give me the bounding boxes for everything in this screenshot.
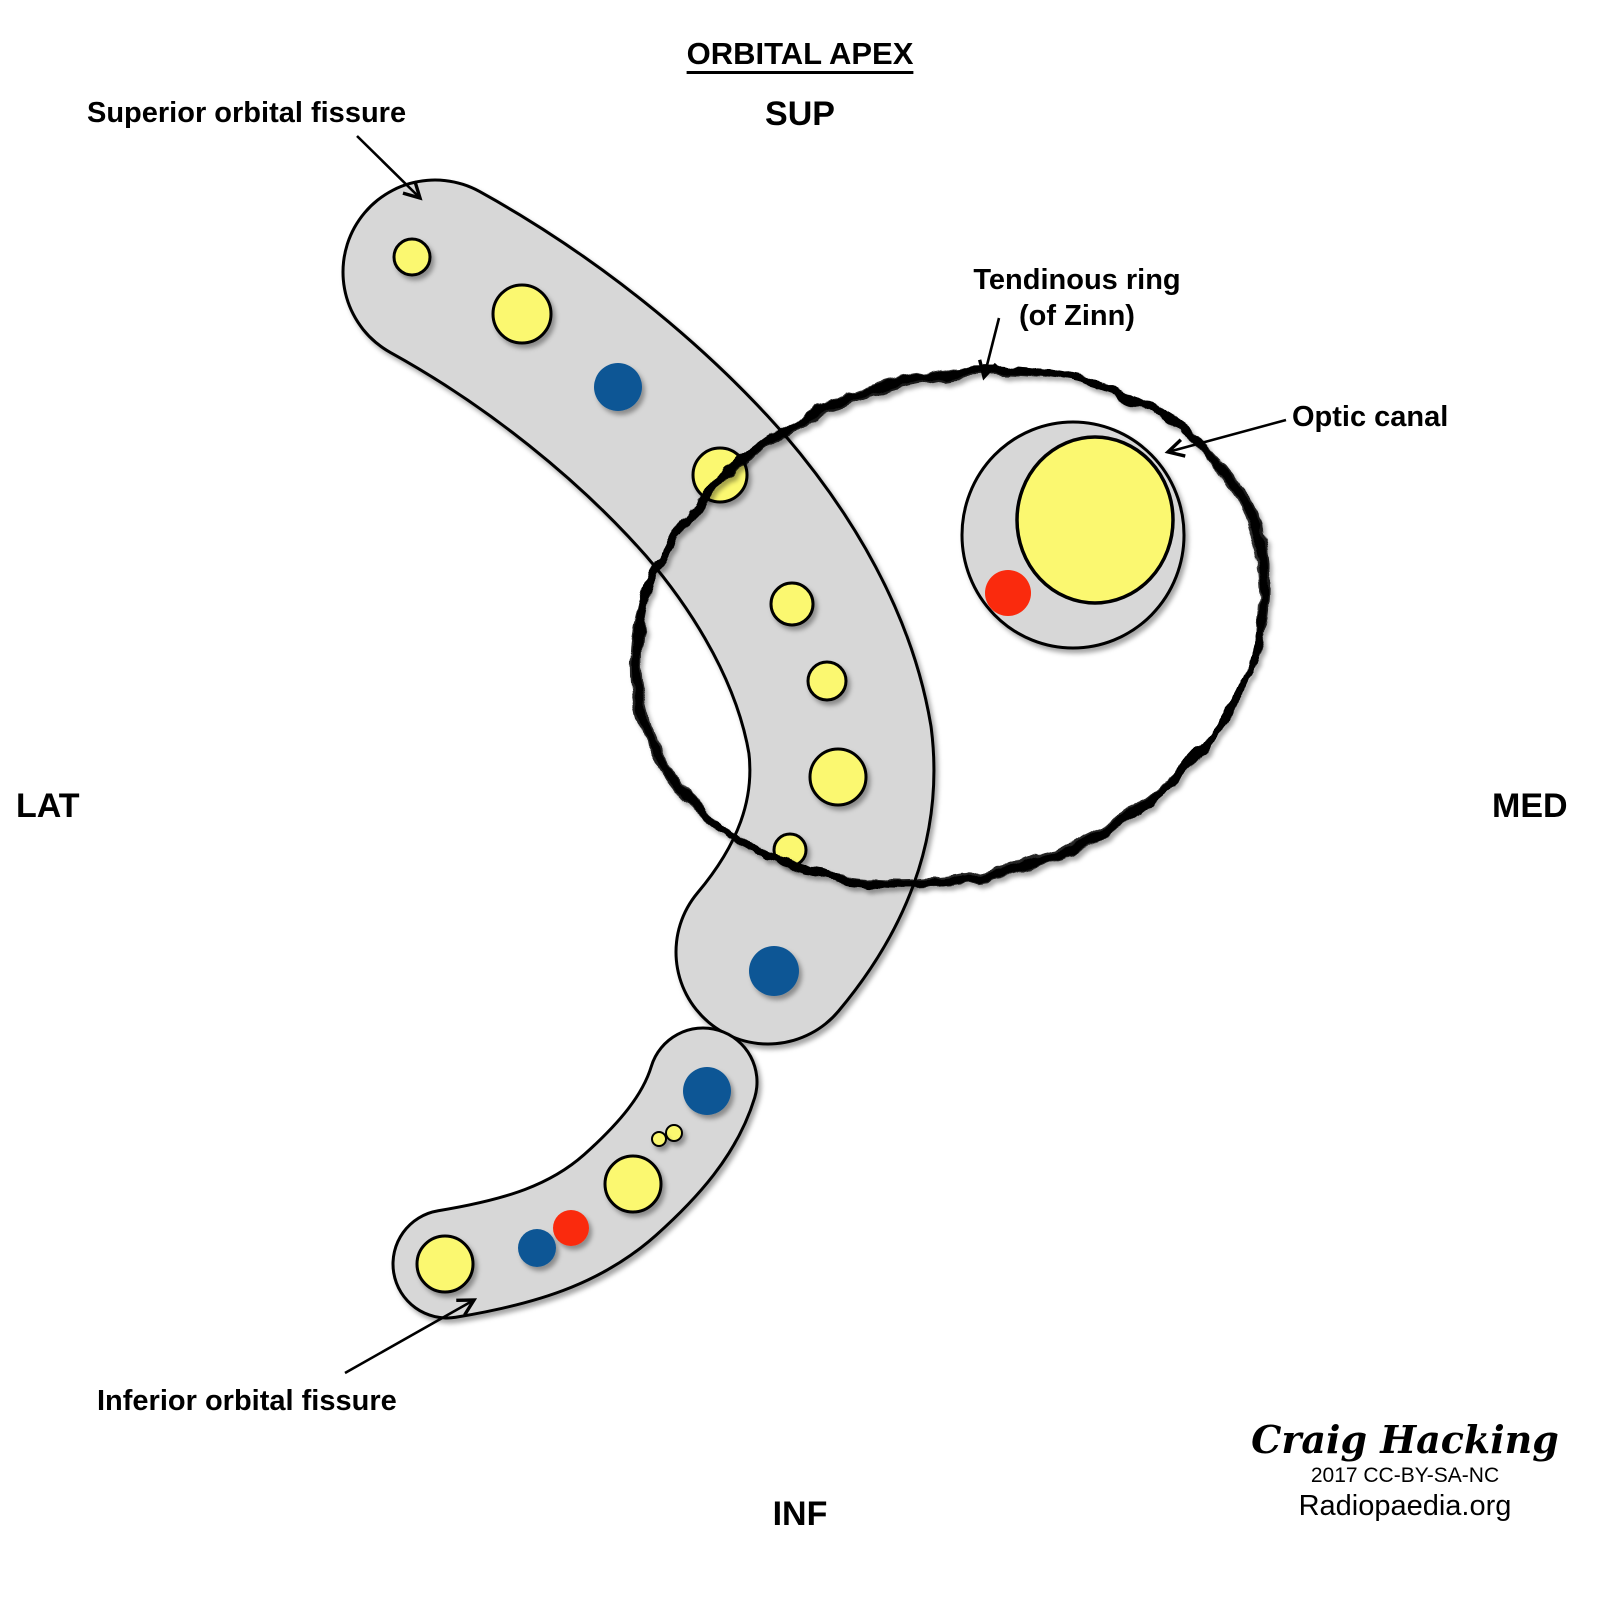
yellow-dot (665, 1124, 683, 1142)
inferior-fissure-arrow (344, 1298, 478, 1375)
blue-dot (683, 1067, 731, 1115)
red-dot (553, 1210, 589, 1246)
annotation-arrows (344, 135, 1287, 1375)
yellow-dot (808, 747, 868, 807)
superior-fissure-fill (344, 181, 933, 1043)
credit-author: Craig Hacking (1251, 1417, 1559, 1462)
inferior-fissure-dots (415, 1067, 731, 1294)
superior-orbital-fissure-shape (341, 178, 936, 1046)
superior-fissure-arrow (356, 135, 423, 201)
tendinous-ring-label-line2: (of Zinn) (1019, 300, 1135, 333)
blue-dot (518, 1229, 556, 1267)
superior-fissure-label: Superior orbital fissure (87, 97, 407, 129)
blue-dot (594, 363, 642, 411)
orientation-med: MED (1492, 787, 1568, 825)
yellow-dot (491, 283, 553, 345)
optic-canal-shape (960, 420, 1186, 650)
inferior-fissure-label: Inferior orbital fissure (97, 1385, 397, 1417)
tendinous-ring-label: Tendinous ring (of Zinn) (917, 262, 1237, 335)
yellow-dot (392, 237, 432, 277)
blue-dot (749, 946, 799, 996)
orientation-lat: LAT (16, 787, 80, 825)
credit-license: 2017 CC-BY-SA-NC (1310, 1463, 1500, 1487)
credits-block: Craig Hacking 2017 CC-BY-SA-NC Radiopaed… (1245, 1419, 1565, 1523)
orientation-sup: SUP (765, 95, 835, 133)
ophthalmic-artery-dot (985, 570, 1031, 616)
tendinous-ring-label-line1: Tendinous ring (973, 264, 1181, 296)
ring-stroke-3 (636, 366, 1264, 888)
yellow-dot (806, 660, 848, 702)
page-title: ORBITAL APEX (686, 36, 914, 71)
yellow-dot (651, 1131, 667, 1147)
tendinous-ring-shape (629, 366, 1271, 888)
optic-canal-arrow (1164, 418, 1287, 458)
tendinous-ring-arrow (978, 317, 1001, 381)
tendinous-ring-gap (1044, 351, 1105, 378)
optic-canal-label: Optic canal (1292, 401, 1449, 433)
ring-stroke-1 (631, 366, 1269, 888)
optic-nerve-dot (1015, 435, 1175, 605)
yellow-dot (415, 1234, 475, 1294)
orientation-inf: INF (772, 1495, 828, 1533)
ring-stroke-2 (629, 370, 1271, 884)
yellow-dot (769, 581, 815, 627)
credit-site: Radiopaedia.org (1298, 1489, 1512, 1522)
yellow-dot (603, 1154, 663, 1214)
